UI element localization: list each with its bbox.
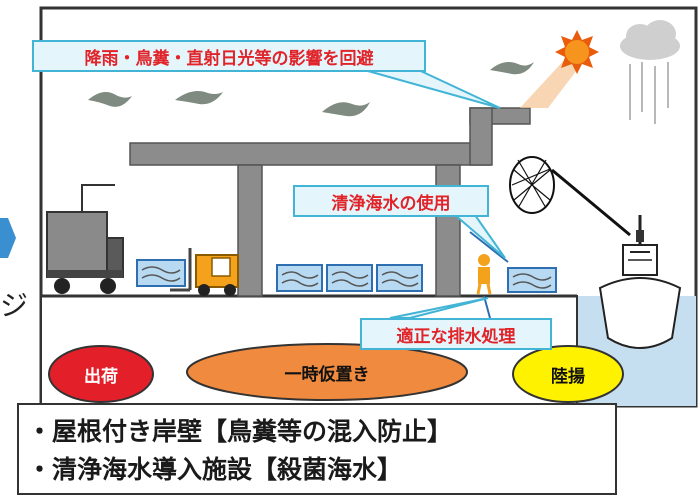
clean-seawater-callout: 清浄海水の使用 xyxy=(293,185,489,217)
fish-crate xyxy=(136,259,186,287)
weather-protection-callout: 降雨・鳥糞・直射日光等の影響を回避 xyxy=(32,40,426,72)
fish-crate xyxy=(326,264,373,292)
water-flow-arrow xyxy=(469,231,509,263)
fish-crate xyxy=(276,264,323,292)
worker-icon xyxy=(476,254,492,295)
bird-icon xyxy=(322,102,370,117)
shipping-zone xyxy=(48,345,154,403)
summary-box: ・屋根付き岸壁【鳥糞等の混入防止】 ・清浄海水導入施設【殺菌海水】 xyxy=(17,403,617,495)
landing-zone xyxy=(512,345,624,403)
landing-net-icon xyxy=(509,156,631,237)
summary-line: ・清浄海水導入施設【殺菌海水】 xyxy=(27,455,403,484)
landing-zone-label: 陸揚 xyxy=(551,366,585,387)
truck-icon xyxy=(46,184,124,294)
bird-icon xyxy=(88,92,132,107)
roof-pillar-left xyxy=(237,164,263,297)
sunlight-beam xyxy=(520,58,580,108)
fish-crate xyxy=(376,264,423,292)
shipping-zone-label: 出荷 xyxy=(84,366,118,387)
roof-post xyxy=(469,107,493,166)
sun-icon xyxy=(555,30,599,74)
summary-line: ・屋根付き岸壁【鳥糞等の混入防止】 xyxy=(27,417,453,446)
storage-zone xyxy=(186,343,468,401)
cropped-text-fragment: ジ xyxy=(0,289,28,322)
forklift-icon xyxy=(170,248,239,296)
storage-zone-label: 一時仮置き xyxy=(284,364,370,385)
bird-icon xyxy=(490,62,534,75)
rain-cloud-icon xyxy=(620,20,680,124)
bird-icon xyxy=(175,91,223,105)
roof xyxy=(129,142,491,166)
fish-crate xyxy=(507,267,557,293)
drainage-callout: 適正な排水処理 xyxy=(360,318,552,350)
arrow-right-icon xyxy=(0,218,16,258)
fishing-boat-icon xyxy=(598,215,682,349)
